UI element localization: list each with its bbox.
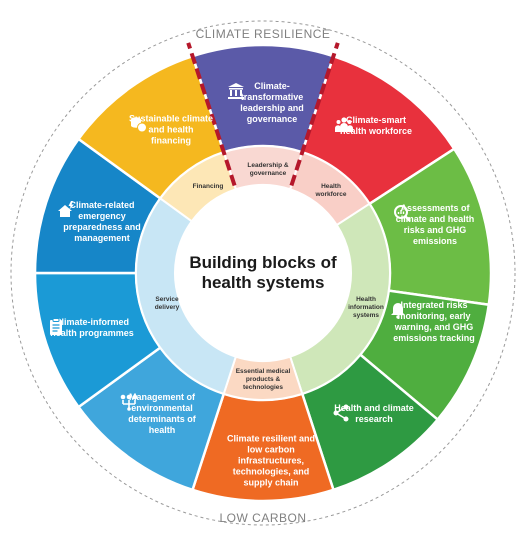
- coins-icon: [131, 117, 147, 133]
- magnifier-chart-icon: [394, 205, 411, 222]
- segment-integrated: Integrated risks monitoring, early warni…: [388, 300, 480, 344]
- segment-workforce: Climate-smart health workforce: [334, 115, 418, 137]
- house-lightning-icon: [58, 201, 74, 217]
- share-network-icon: [333, 404, 349, 422]
- people-group-icon: [335, 117, 353, 132]
- center-disc: [175, 185, 351, 361]
- inner-service: Service delivery: [154, 296, 180, 311]
- inner-financing: Financing: [192, 183, 224, 190]
- segment-environmental: Management of environmental determinants…: [119, 392, 205, 436]
- government-building-icon: [228, 83, 244, 99]
- right-divider-line: [289, 42, 340, 187]
- outer-dashed-ring: [10, 20, 516, 526]
- center-title-line1: Building blocks of: [189, 253, 337, 272]
- inner-information: Health information systems: [348, 296, 384, 319]
- center-title-line2: health systems: [201, 273, 325, 292]
- clipboard-icon: [50, 318, 62, 335]
- segment-research: Health and climate research: [331, 403, 417, 425]
- inner-medical: Essential medical products & technologie…: [235, 368, 291, 391]
- inner-workforce: Health workforce: [315, 183, 347, 198]
- segment-programmes: Climate-informed health programmes: [46, 317, 138, 339]
- segment-emergency: Climate-related emergency preparedness a…: [56, 200, 148, 244]
- inner-leadership: Leadership & governance: [247, 162, 289, 177]
- left-divider-line: [186, 42, 237, 187]
- alarm-bell-icon: [391, 303, 405, 319]
- climate-resilience-title: CLIMATE RESILIENCE: [195, 27, 331, 41]
- segment-assessments: Assessments of climate and health risks …: [392, 203, 478, 247]
- people-network-icon: [120, 394, 138, 411]
- segment-infrastructure: Climate resilient and low carbon infrast…: [226, 433, 316, 488]
- segment-financing: Sustainable climate and health financing: [128, 113, 214, 146]
- low-carbon-title: LOW CARBON: [219, 511, 307, 525]
- segment-leadership: Climate-transformative leadership and go…: [226, 81, 318, 125]
- center-title: Building blocks of health systems: [183, 253, 343, 293]
